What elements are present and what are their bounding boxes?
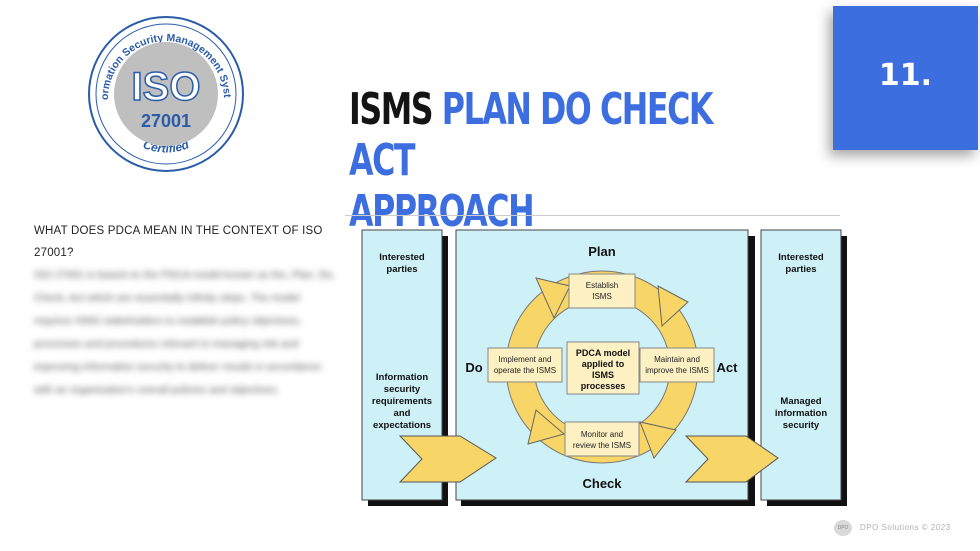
left-top-line-2: parties <box>386 264 417 275</box>
pdca-diagram: Plan Do Act Check Interested parties Inf… <box>361 229 847 506</box>
center-line-3: ISMS <box>592 370 614 380</box>
footer-copyright: DPO Solutions © 2023 <box>860 523 951 532</box>
title-divider <box>345 215 840 216</box>
establish-line-2: ISMS <box>592 292 612 301</box>
phase-plan-label: Plan <box>588 244 616 259</box>
implement-isms-box <box>487 347 563 383</box>
maintain-line-2: improve the ISMS <box>645 366 709 375</box>
left-bottom-line-5: expectations <box>373 420 431 431</box>
right-bottom-line-1: Managed <box>780 396 821 407</box>
left-bottom-line-1: Information <box>376 372 428 383</box>
implement-line-2: operate the ISMS <box>494 366 556 375</box>
title-isms: ISMS <box>349 84 434 135</box>
establish-line-1: Establish <box>586 281 618 290</box>
phase-do-label: Do <box>465 360 482 375</box>
right-top-line-1: Interested <box>778 252 824 263</box>
slide-number-badge: 11. <box>833 6 978 150</box>
right-bottom-line-3: security <box>783 420 820 431</box>
establish-isms-box <box>568 273 636 309</box>
seal-27001-text: 27001 <box>141 111 191 131</box>
seal-iso-text: ISO <box>132 65 201 109</box>
cycle-arrow-icon <box>657 285 689 328</box>
left-bottom-line-2: security <box>384 384 421 395</box>
pdca-center-box <box>566 341 640 395</box>
iso-27001-certified-seal: Information Security Management System C… <box>86 14 244 172</box>
dpo-logo-icon: DPO <box>834 520 852 536</box>
cycle-arrow-icon <box>535 277 571 320</box>
slide-number: 11. <box>878 58 933 93</box>
center-line-2: applied to <box>582 359 625 369</box>
input-arrow-icon <box>398 435 497 483</box>
center-line-4: processes <box>581 381 626 391</box>
title-approach: APPROACH <box>349 186 535 237</box>
body-paragraph: ISO 27001 is based on the PDCA model kno… <box>34 269 336 396</box>
maintain-line-1: Maintain and <box>654 355 700 364</box>
implement-line-1: Implement and <box>499 355 552 364</box>
output-arrow-icon <box>684 435 779 483</box>
monitor-line-1: Monitor and <box>581 430 623 439</box>
left-bottom-line-4: and <box>394 408 411 419</box>
right-bottom-line-2: information <box>775 408 827 419</box>
title-pdca: PLAN DO CHECK ACT <box>349 84 713 186</box>
left-bottom-line-3: requirements <box>372 396 432 407</box>
maintain-isms-box <box>639 347 715 383</box>
phase-check-label: Check <box>582 476 622 491</box>
cycle-arrow-icon <box>527 409 566 445</box>
monitor-line-2: review the ISMS <box>573 441 631 450</box>
phase-act-label: Act <box>717 360 739 375</box>
page-title: ISMS PLAN DO CHECK ACT APPROACH <box>349 84 781 237</box>
left-top-line-1: Interested <box>379 252 425 263</box>
monitor-isms-box <box>564 421 640 457</box>
center-line-1: PDCA model <box>576 348 630 358</box>
right-top-line-2: parties <box>785 264 816 275</box>
question-heading: WHAT DOES PDCA MEAN IN THE CONTEXT OF IS… <box>34 225 323 259</box>
cycle-arrow-icon <box>639 421 677 459</box>
